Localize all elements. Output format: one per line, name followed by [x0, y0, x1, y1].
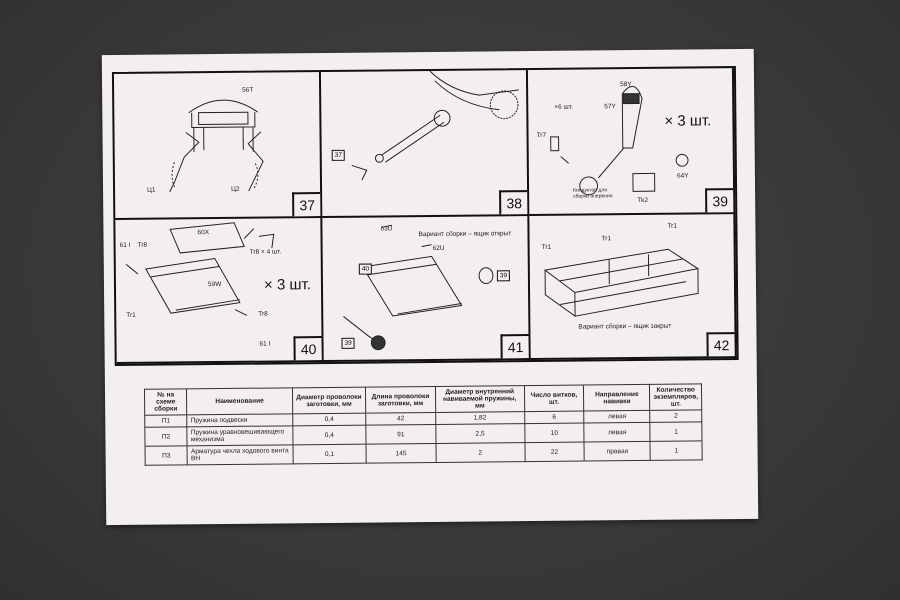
part-label: 56T: [242, 86, 254, 94]
step-number: 37: [292, 192, 321, 217]
table-cell: 22: [524, 442, 585, 462]
part-label: Tr8: [137, 241, 148, 249]
caption: Вариант сборки – ящик закрыт: [578, 322, 672, 331]
step-37-drawing: [169, 99, 264, 193]
step-number: 42: [706, 332, 735, 357]
reference-box: 39: [341, 337, 355, 349]
table-cell: 1: [650, 421, 702, 442]
step-40-panel: 60X Tr8 × 4 шт. 61 I Tr8 59W Tr1 Tr8 61 …: [115, 218, 324, 365]
table-cell: 0,4: [292, 413, 366, 426]
column-header: Наименование: [186, 387, 293, 415]
table-cell: левая: [584, 422, 651, 443]
part-label: Tr7: [536, 131, 547, 139]
column-header: № на схеме сборки: [144, 388, 188, 416]
table-cell: Пружина уравновешивающего механизма: [187, 425, 293, 446]
column-header: Направление навивки: [583, 384, 651, 412]
caption: Вариант сборки – ящик открыт: [418, 230, 512, 239]
quantity-label: × 3 шт.: [664, 112, 712, 130]
part-label: Tr8: [258, 310, 268, 318]
table-cell: 2: [435, 442, 525, 463]
column-header: Количество экземпляров, шт.: [649, 383, 702, 411]
step-38-panel: 37 38: [320, 70, 530, 219]
part-label: 60X: [197, 229, 210, 237]
assembly-steps-grid: 56T Ц1 Ц2 37 37 38: [111, 66, 739, 367]
table-cell: П2: [144, 426, 188, 447]
instruction-sheet: 56T Ц1 Ц2 37 37 38: [101, 48, 759, 526]
part-label: 64Y: [676, 172, 689, 180]
table-cell: П1: [144, 414, 188, 428]
table-cell: 42: [365, 412, 436, 426]
quantity-label: × 3 шт.: [263, 276, 311, 294]
column-header: Диаметр внутренний навиваемой пружины, м…: [435, 385, 525, 413]
part-label: 62U: [432, 244, 445, 252]
part-label: Ц1: [147, 186, 156, 194]
table-cell: 10: [524, 423, 585, 443]
table-row: П3 Арматура чехла ходового винта ВН 0,1 …: [145, 440, 703, 466]
part-label: Ц2: [231, 185, 240, 193]
quantity-label: ×6 шт.: [554, 103, 573, 111]
reference-box: 37: [331, 149, 346, 161]
part-label: Tr1: [541, 243, 552, 251]
part-label: 63U: [380, 225, 393, 233]
part-label: 57Y: [604, 103, 616, 111]
table-cell: 0,1: [292, 444, 367, 464]
step-number: 41: [500, 334, 529, 359]
part-label: Tr8 × 4 шт.: [249, 248, 282, 256]
step-37-panel: 56T Ц1 Ц2 37: [113, 72, 323, 221]
table-cell: 145: [366, 443, 436, 464]
table-cell: левая: [583, 410, 651, 424]
table-cell: 2: [650, 409, 702, 423]
table-cell: правая: [584, 441, 651, 462]
reference-box: 39: [496, 270, 511, 282]
step-number: 40: [293, 336, 322, 361]
table-cell: 1: [650, 440, 703, 461]
part-label: 61 I: [119, 241, 131, 249]
step-39-drawing: [550, 86, 689, 196]
part-label: 61 I: [259, 340, 271, 348]
table-cell: 2,5: [435, 423, 525, 444]
part-label: 58Y: [620, 81, 632, 89]
springs-spec-table: № на схеме сборки Наименование Диаметр п…: [144, 383, 703, 466]
column-header: Число витков, шт.: [524, 385, 584, 412]
step-number: 39: [705, 188, 734, 213]
table-cell: 6: [524, 411, 585, 424]
reference-box: 40: [358, 263, 373, 275]
table-cell: Пружина подвески: [187, 413, 293, 427]
part-label: Tr1: [601, 235, 612, 243]
table-cell: П3: [145, 445, 188, 466]
step-42-drawing: [543, 248, 700, 318]
part-label: Tk2: [637, 196, 649, 205]
step-number: 38: [499, 190, 528, 215]
part-label: Tr1: [126, 311, 136, 319]
step-39-panel: 58Y 57Y ×6 шт. Tr7 Tk2 64Y Кондуктор для…: [527, 68, 736, 217]
table-cell: 1,82: [435, 411, 525, 425]
step-41-drawing: [343, 224, 494, 351]
part-label: 59W: [207, 281, 222, 289]
part-label: Tr1: [667, 222, 677, 230]
table-cell: 91: [365, 424, 436, 445]
table-cell: 0,4: [292, 425, 367, 445]
step-38-drawing: [351, 70, 519, 181]
column-header: Диаметр проволоки заготовки, мм: [292, 387, 366, 414]
tool-label: Кондуктор для сборки оперения: [573, 187, 613, 200]
step-40-drawing: [125, 222, 275, 316]
column-header: Длина проволоки заготовки, мм: [365, 386, 436, 414]
step-41-panel: 63U 62U Вариант сборки – ящик открыт 39 …: [322, 216, 531, 363]
table-cell: Арматура чехла ходового винта ВН: [187, 444, 293, 465]
step-42-panel: Tr1 Tr1 Tr1 Вариант сборки – ящик закрыт…: [529, 214, 737, 361]
